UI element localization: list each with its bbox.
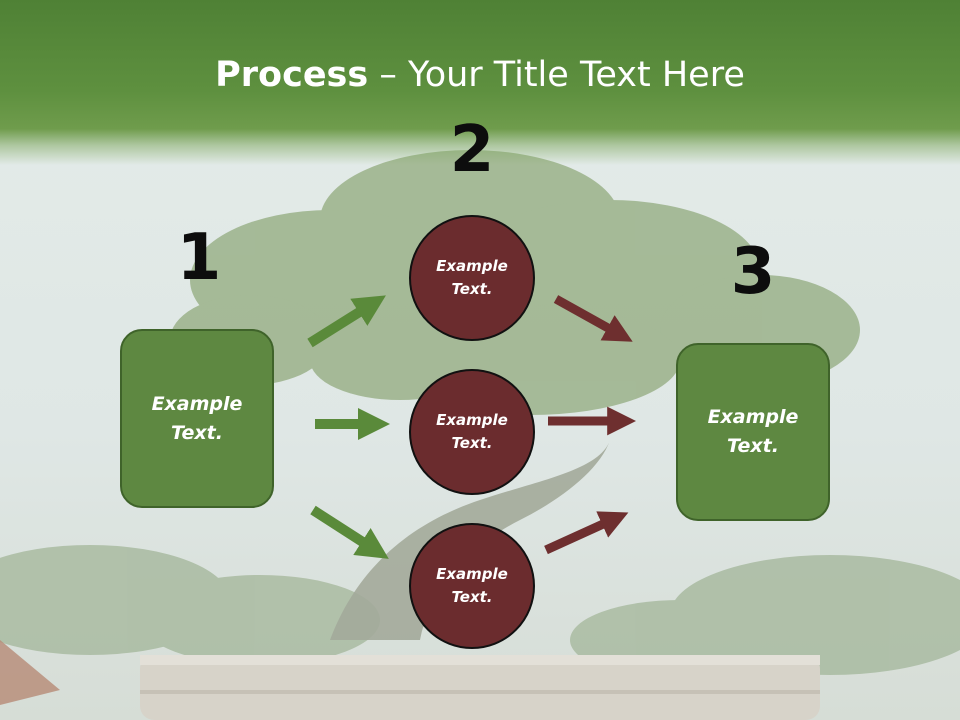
title-bold: Process bbox=[215, 55, 369, 95]
green-arrow-down bbox=[310, 505, 389, 559]
slide-title: Process – Your Title Text Here bbox=[0, 54, 960, 96]
circle-bottom-line1: Example bbox=[436, 565, 508, 583]
left-process-box[interactable]: Example Text. bbox=[120, 329, 274, 508]
process-circle-bottom[interactable]: Example Text. bbox=[409, 523, 535, 649]
left-box-line1: Example bbox=[151, 392, 243, 415]
left-box-line2: Text. bbox=[171, 421, 223, 444]
circle-top-line2: Text. bbox=[451, 280, 493, 298]
right-box-line1: Example bbox=[707, 406, 799, 428]
circle-bottom-line2: Text. bbox=[451, 588, 493, 606]
step-number-1: 1 bbox=[176, 221, 222, 295]
title-rest: – Your Title Text Here bbox=[368, 55, 745, 95]
right-box-line2: Text. bbox=[727, 435, 779, 457]
step-number-3: 3 bbox=[730, 235, 776, 309]
step-number-2: 2 bbox=[449, 113, 495, 187]
circle-middle-line1: Example bbox=[436, 411, 508, 429]
process-circle-top[interactable]: Example Text. bbox=[409, 215, 535, 341]
circle-middle-line2: Text. bbox=[451, 434, 493, 452]
circle-top-line1: Example bbox=[436, 257, 508, 275]
title-band bbox=[0, 0, 960, 165]
green-arrow-up bbox=[307, 295, 386, 348]
right-process-box[interactable]: Example Text. bbox=[676, 343, 830, 521]
maroon-arrow-down bbox=[553, 295, 633, 342]
process-circle-middle[interactable]: Example Text. bbox=[409, 369, 535, 495]
maroon-arrow-up bbox=[544, 511, 629, 555]
